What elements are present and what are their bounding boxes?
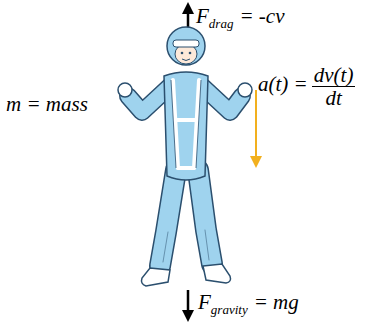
formula-label: a(t) = <box>258 72 308 96</box>
formula-label: = -cv <box>239 4 284 28</box>
acceleration-arrow <box>250 90 262 168</box>
acceleration-label: a(t) =dv(t)dt <box>258 64 355 109</box>
skydiver-torso <box>164 72 208 180</box>
drag-arrow <box>182 2 194 30</box>
gravity-arrow <box>182 290 194 322</box>
skydiver-head <box>167 27 205 65</box>
subscript-label: drag <box>209 16 234 31</box>
formula-label: F <box>198 290 211 314</box>
formula-label: m = mass <box>6 92 88 116</box>
skydiver-boots <box>142 264 231 286</box>
fraction-numerator: dv(t) <box>312 64 356 87</box>
derivative-fraction: dv(t)dt <box>312 64 356 109</box>
mass-label: m = mass <box>6 91 88 117</box>
skydiver-harness <box>173 80 199 168</box>
skydiver-legs <box>160 170 212 266</box>
skydiver-hands <box>118 83 252 97</box>
drag-force-label: Fdrag = -cv <box>196 3 284 37</box>
formula-label: = mg <box>254 290 299 314</box>
formula-label: F <box>196 4 209 28</box>
fraction-denominator: dt <box>312 87 356 109</box>
harness-outline <box>171 80 201 168</box>
subscript-label: gravity <box>211 302 248 317</box>
gravity-force-label: Fgravity = mg <box>198 289 299 323</box>
